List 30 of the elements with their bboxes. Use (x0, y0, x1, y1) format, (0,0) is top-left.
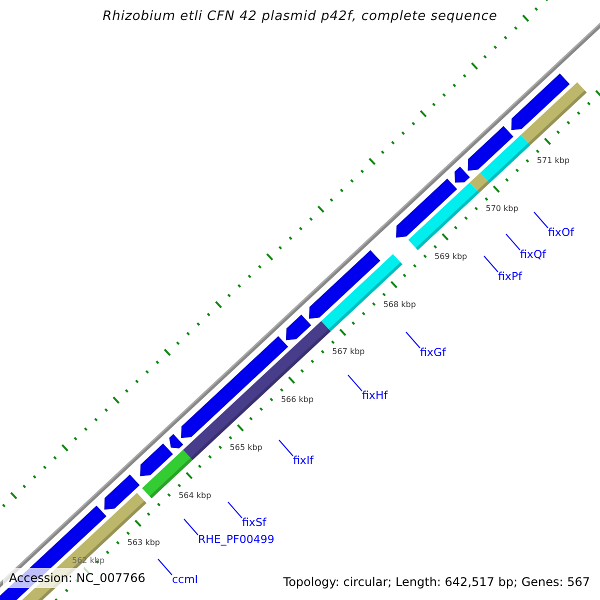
leader-line (348, 374, 362, 392)
scale-label: 571 kbp (536, 156, 570, 166)
summary-text: Topology: circular; Length: 642,517 bp; Genes: 567 (283, 575, 590, 589)
gene-label: fixQf (520, 248, 546, 261)
gene-label: fixGf (420, 346, 446, 359)
scale-label: 566 kbp (280, 395, 314, 406)
leader-line (184, 518, 198, 536)
leader-line (406, 332, 420, 348)
gene-label: fixIf (293, 454, 314, 467)
gene-label: fixHf (362, 389, 388, 402)
leader-line (158, 558, 172, 576)
gene-label: fixPf (498, 270, 522, 283)
scale-label: 562 kbp (72, 556, 105, 566)
scale-label: 567 kbp (332, 347, 365, 358)
scale-label: 568 kbp (383, 300, 416, 310)
leader-line (484, 256, 498, 272)
leader-line (534, 212, 548, 228)
scale-label: 564 kbp (178, 490, 212, 501)
gene-label: ccmI (172, 573, 198, 586)
gene-label: fixSf (242, 516, 266, 529)
scale-label: 565 kbp (230, 442, 262, 453)
leader-line (228, 502, 242, 518)
gene-label: RHE_PF00499 (198, 533, 274, 546)
title: Rhizobium etli CFN 42 plasmid p42f, complete sequence (102, 9, 498, 24)
scale-label: 570 kbp (486, 204, 518, 214)
leader-line (278, 440, 294, 456)
scale-label: 563 kbp (127, 538, 160, 548)
gene-label: fixOf (548, 226, 574, 239)
leader-line (506, 234, 520, 250)
scale-label: 569 kbp (434, 252, 468, 262)
